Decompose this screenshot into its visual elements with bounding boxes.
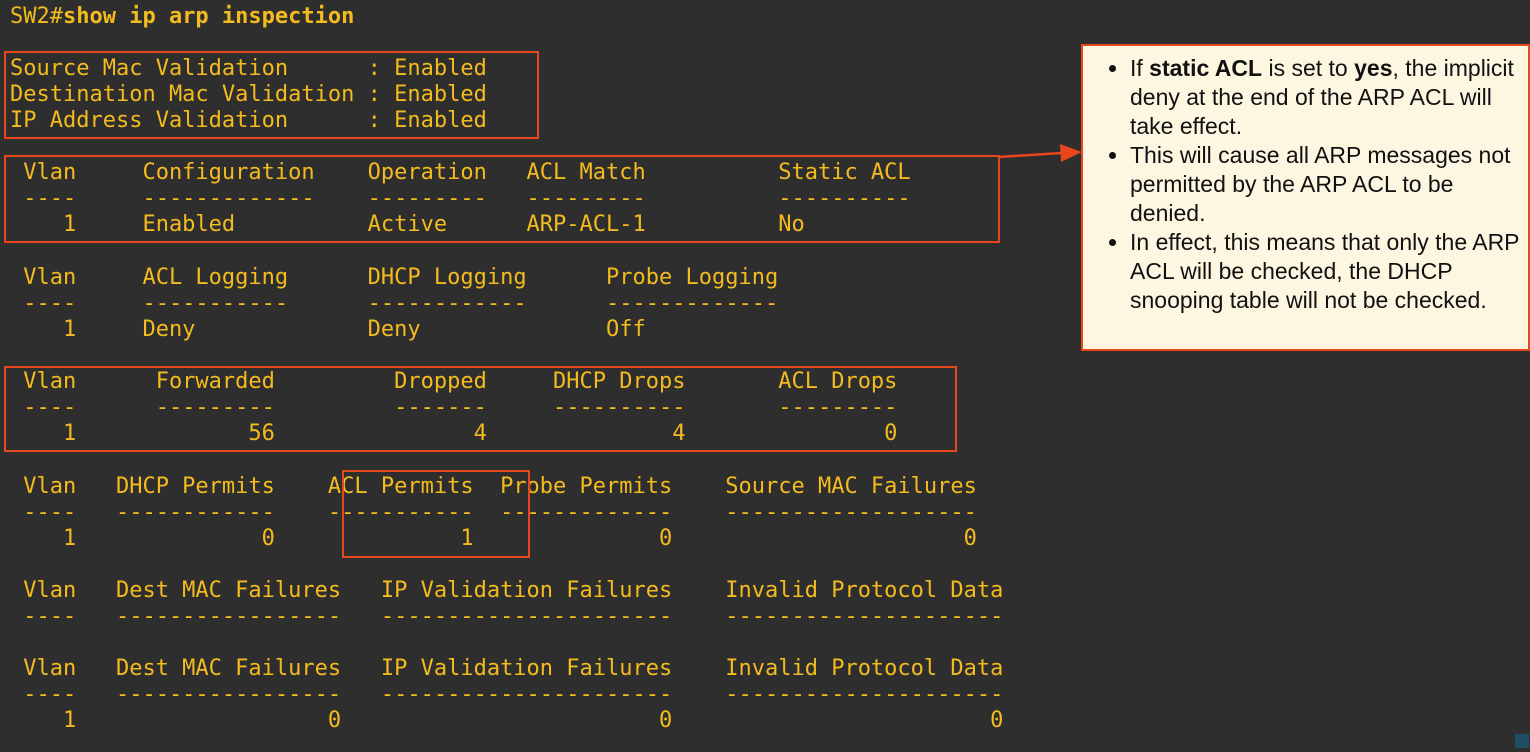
note-bold-static-acl: static ACL	[1149, 55, 1263, 81]
command-line: SW2#show ip arp inspection	[10, 4, 354, 30]
note-bullet-1-text: If	[1130, 55, 1150, 81]
note-bullet-1: If static ACL is set to yes, the implici…	[1130, 54, 1520, 141]
validation-line-ip: IP Address Validation : Enabled	[10, 108, 487, 133]
command-text: show ip arp inspection	[62, 4, 355, 29]
note-bold-yes: yes	[1354, 55, 1393, 81]
corner-mark	[1515, 734, 1529, 748]
arrow-line	[997, 151, 1063, 159]
highlight-validation-box	[4, 51, 539, 139]
logging-row: 1 Deny Deny Off	[10, 317, 646, 342]
permits-row: 1 0 1 0 0	[10, 526, 977, 551]
logging-header: Vlan ACL Logging DHCP Logging Probe Logg…	[10, 265, 779, 290]
drops-row: 1 56 4 4 0	[10, 421, 898, 446]
drops-separator: ---- --------- ------- ---------- ------…	[10, 395, 898, 420]
highlight-acl-permits-box	[342, 470, 530, 558]
drops-header: Vlan Forwarded Dropped DHCP Drops ACL Dr…	[10, 369, 898, 394]
highlight-static-acl-box	[4, 155, 1000, 243]
config-row: 1 Enabled Active ARP-ACL-1 No	[10, 212, 805, 237]
note-bullet-1-end: , the implicit deny at the end of the AR…	[1130, 55, 1514, 139]
validation-line-source: Source Mac Validation : Enabled	[10, 56, 487, 81]
note-bullet-2: This will cause all ARP messages not per…	[1130, 141, 1520, 228]
config-separator: ---- ------------- --------- --------- -…	[10, 186, 911, 211]
explanation-note: If static ACL is set to yes, the implici…	[1081, 44, 1530, 351]
note-bullet-1-mid: is set to	[1262, 55, 1355, 81]
config-header: Vlan Configuration Operation ACL Match S…	[10, 160, 911, 185]
failures-separator-2: ---- ----------------- -----------------…	[10, 682, 1004, 707]
failures-separator-1: ---- ----------------- -----------------…	[10, 604, 1004, 629]
arrow-head	[1060, 144, 1082, 162]
permits-header: Vlan DHCP Permits ACL Permits Probe Perm…	[10, 474, 977, 499]
failures-header-2: Vlan Dest MAC Failures IP Validation Fai…	[10, 656, 1004, 681]
highlight-drops-box	[4, 366, 957, 452]
failures-header-1: Vlan Dest MAC Failures IP Validation Fai…	[10, 578, 1004, 603]
note-bullet-3: In effect, this means that only the ARP …	[1130, 228, 1520, 315]
prompt: SW2#	[10, 4, 63, 29]
logging-separator: ---- ----------- ------------ ----------…	[10, 291, 779, 316]
validation-line-destination: Destination Mac Validation : Enabled	[10, 82, 487, 107]
failures-row-2: 1 0 0 0	[10, 708, 1004, 733]
